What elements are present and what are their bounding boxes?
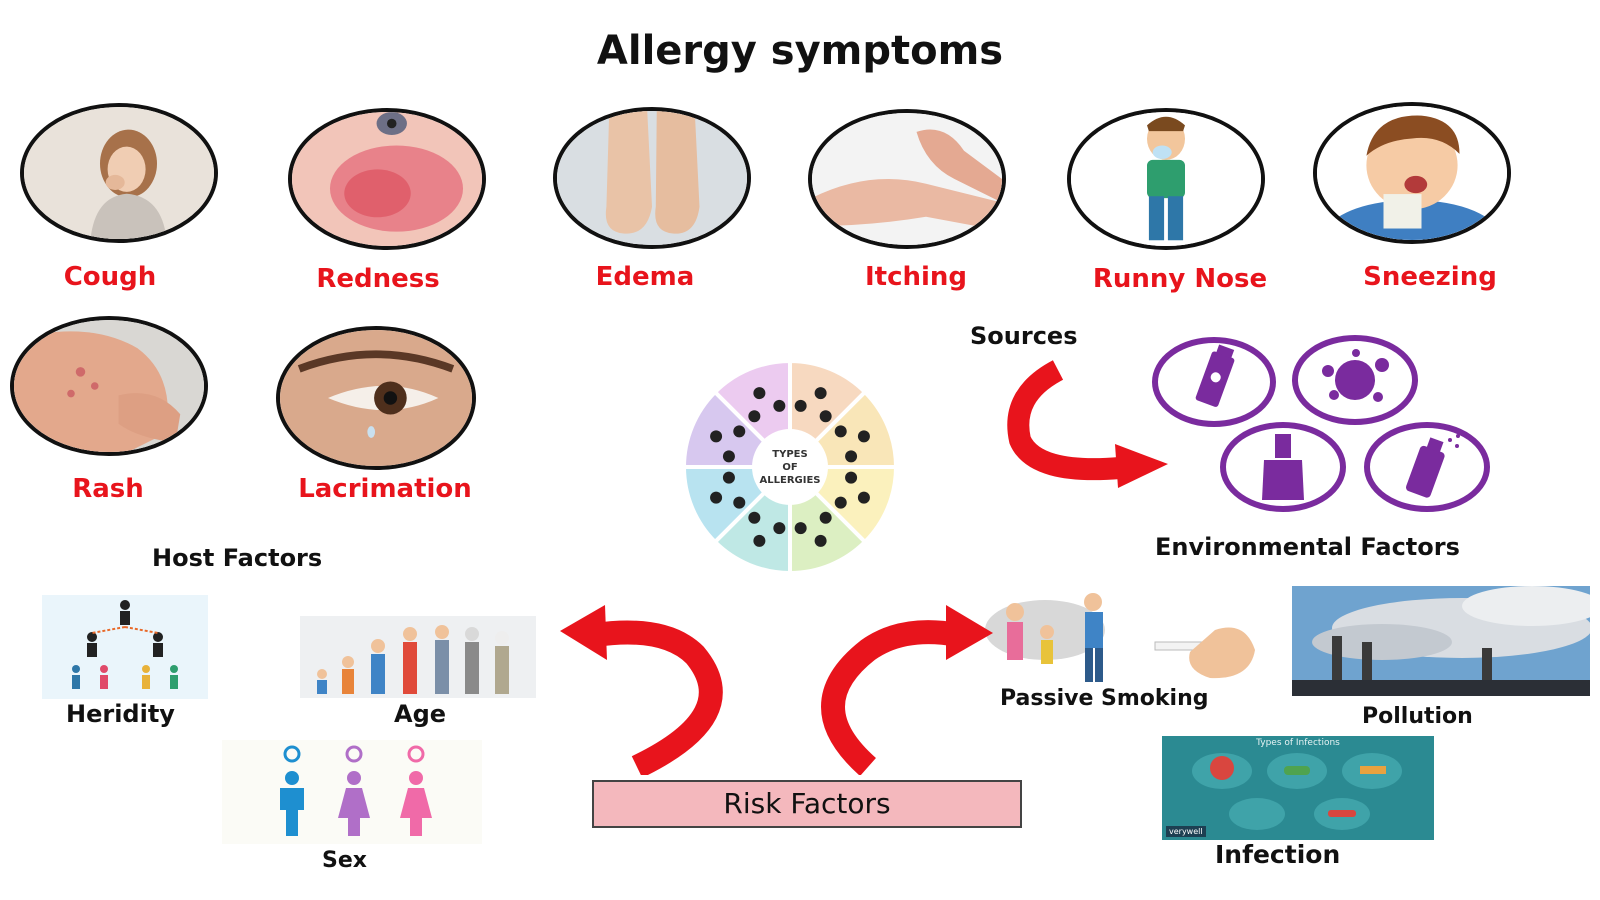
cough-photo-icon — [20, 103, 218, 243]
allergen-silhouette-icon — [733, 425, 746, 438]
sex-symbols-image — [222, 740, 482, 844]
infection-image: Types of Infections verywell — [1162, 736, 1434, 840]
wheel-center-line-3: ALLERGIES — [760, 475, 821, 486]
allergen-silhouette-icon — [748, 511, 761, 524]
person-figure-icon — [280, 745, 304, 836]
nail-polish-icon — [1218, 420, 1348, 514]
allergen-silhouette-icon — [773, 522, 786, 535]
allergen-silhouette-icon — [834, 425, 847, 438]
allergen-silhouette-icon — [814, 387, 827, 400]
sources-label: Sources — [970, 322, 1078, 350]
symptom-label-cough: Cough — [63, 262, 157, 292]
allergen-silhouette-icon — [845, 471, 858, 484]
person-figure-icon — [338, 745, 370, 836]
allergen-silhouette-icon — [710, 491, 723, 504]
cosmetic-tube-icon — [1150, 335, 1278, 429]
allergen-silhouette-icon — [857, 430, 870, 443]
allergen-silhouette-icon — [814, 534, 827, 547]
allergen-silhouette-icon — [819, 410, 832, 423]
allergen-silhouette-icon — [722, 450, 735, 463]
infection-brand-mark: verywell — [1166, 826, 1206, 837]
passive-smoking-label: Passive Smoking — [1000, 686, 1209, 711]
risk-factors-box: Risk Factors — [592, 780, 1022, 828]
allergen-silhouette-icon — [748, 410, 761, 423]
itching-photo-icon — [808, 109, 1006, 249]
allergen-silhouette-icon — [733, 496, 746, 509]
runny-nose-cartoon-icon — [1067, 108, 1265, 250]
allergen-silhouette-icon — [794, 399, 807, 412]
pollution-label: Pollution — [1362, 704, 1473, 729]
sneezing-cartoon-icon — [1313, 102, 1511, 244]
allergen-silhouette-icon — [834, 496, 847, 509]
person-figure-icon — [400, 745, 432, 836]
symptom-label-rash: Rash — [72, 474, 144, 504]
wheel-center-line-1: TYPES — [772, 449, 807, 460]
risk-to-environment-arrow — [821, 605, 993, 775]
paint-splash-icon — [1290, 333, 1420, 427]
pollution-image — [1292, 586, 1590, 696]
lacrimation-photo-icon — [276, 326, 476, 470]
allergen-silhouette-icon — [722, 471, 735, 484]
infection-label: Infection — [1215, 840, 1341, 869]
sex-label: Sex — [322, 848, 367, 873]
page-title: Allergy symptoms — [596, 28, 1004, 74]
risk-to-host-arrow — [560, 605, 723, 775]
symptom-label-redness: Redness — [316, 264, 440, 294]
allergen-silhouette-icon — [794, 522, 807, 535]
redness-photo-icon — [288, 108, 486, 250]
symptom-label-lacrimation: Lacrimation — [298, 474, 472, 504]
infection-panel-title: Types of Infections — [1256, 738, 1340, 748]
edema-photo-icon — [553, 107, 751, 249]
host-factors-label: Host Factors — [152, 544, 323, 572]
symptom-label-itching: Itching — [864, 262, 968, 292]
allergen-silhouette-icon — [819, 511, 832, 524]
passive-smoking-image — [985, 590, 1275, 690]
symptom-label-sneezing: Sneezing — [1363, 262, 1497, 292]
allergen-silhouette-icon — [753, 387, 766, 400]
allergen-silhouette-icon — [845, 450, 858, 463]
heredity-tree-image — [42, 595, 208, 699]
environmental-factors-label: Environmental Factors — [1155, 533, 1460, 561]
rash-photo-icon — [10, 316, 208, 456]
allergy-types-wheel: TYPES OF ALLERGIES — [681, 358, 899, 576]
sources-arrow — [1007, 360, 1168, 488]
allergen-silhouette-icon — [773, 399, 786, 412]
symptom-label-runny-nose: Runny Nose — [1092, 264, 1268, 294]
allergen-silhouette-icon — [753, 534, 766, 547]
symptom-label-edema: Edema — [595, 262, 695, 292]
age-progression-image — [300, 616, 536, 698]
heredity-label: Heridity — [66, 700, 175, 728]
spray-can-icon — [1362, 420, 1492, 514]
age-label: Age — [394, 700, 447, 728]
allergen-silhouette-icon — [857, 491, 870, 504]
wheel-center-line-2: OF — [782, 462, 797, 473]
allergen-silhouette-icon — [710, 430, 723, 443]
